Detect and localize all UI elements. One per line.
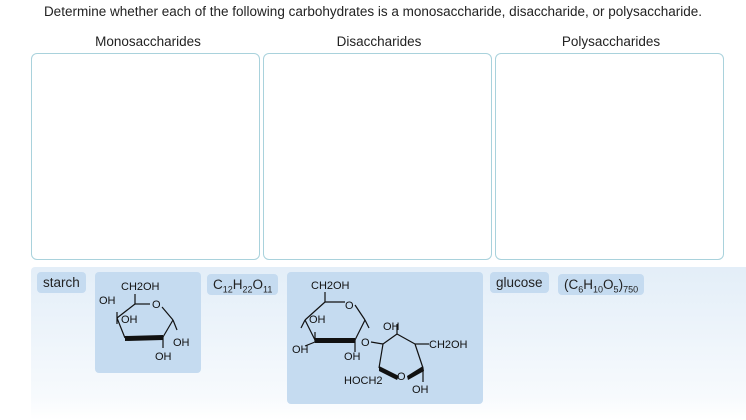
polysaccharides-drop-zone[interactable]	[495, 53, 724, 260]
sucrose-label-ch2oh-2: CH2OH	[429, 339, 468, 351]
tile-sucrose-structure[interactable]: CH2OH O OH O OH OH OH CH2OH HOCH2 O OH	[287, 272, 483, 404]
formula2-o: O	[603, 277, 614, 292]
glucose-label-oh-1: OH	[99, 295, 116, 307]
formula2-n-sub: 750	[623, 284, 639, 295]
formula-o-sub: 11	[263, 284, 273, 295]
glucose-label-oh-3: OH	[173, 337, 190, 349]
sucrose-label-ch2oh-1: CH2OH	[311, 280, 350, 292]
glucose-label-ring-o: O	[152, 299, 161, 311]
formula-h-sub: 22	[242, 284, 253, 295]
formula2-h-sub: 10	[593, 284, 604, 295]
disaccharides-title: Disaccharides	[336, 34, 422, 49]
glucose-ring-drawing: CH2OH OH O OH OH OH	[99, 281, 190, 363]
sucrose-label-oh-4: OH	[383, 321, 400, 333]
formula2-open: (C	[564, 277, 579, 292]
glucose-label-ch2oh: CH2OH	[121, 281, 160, 293]
formula-c-sub: 12	[222, 284, 233, 295]
tile-formula-polymer[interactable]: (C6H10O5)750	[558, 274, 645, 295]
sucrose-label-ring-o-1: O	[345, 300, 354, 312]
sucrose-label-oh-2: OH	[292, 344, 309, 356]
formula2-c-sub: 6	[578, 284, 584, 295]
sucrose-label-oh-3: OH	[344, 351, 361, 363]
formula-c: C	[213, 277, 223, 292]
sucrose-label-oh-1: OH	[309, 314, 326, 326]
formula2-close: )	[618, 277, 624, 292]
formula-h: H	[232, 277, 243, 292]
formula-o: O	[252, 277, 264, 292]
glucose-label-oh-4: OH	[155, 351, 172, 363]
tile-starch[interactable]: starch	[37, 272, 86, 293]
disaccharides-drop-zone[interactable]	[263, 53, 492, 260]
formula2-h: H	[583, 277, 594, 292]
sucrose-drawing: CH2OH O OH O OH OH OH CH2OH HOCH2 O OH	[292, 280, 468, 396]
tile-glucose[interactable]: glucose	[490, 272, 549, 293]
monosaccharides-drop-zone[interactable]	[31, 53, 260, 260]
tile-formula-c12h22o11[interactable]: C12H22O11	[207, 274, 279, 295]
sucrose-label-hoch2: HOCH2	[344, 375, 383, 387]
tile-glucose-structure[interactable]: CH2OH OH O OH OH OH	[95, 272, 201, 373]
sucrose-label-link-o: O	[361, 337, 370, 349]
glucose-label-oh-2: OH	[121, 314, 138, 326]
instruction-text: Determine whether each of the following …	[43, 4, 703, 19]
monosaccharides-title: Monosaccharides	[95, 34, 201, 49]
polysaccharides-title: Polysaccharides	[561, 34, 661, 49]
formula2-o-sub: 5	[613, 284, 619, 295]
sucrose-label-ring-o-2: O	[397, 371, 406, 383]
sucrose-label-oh-5: OH	[412, 384, 429, 396]
